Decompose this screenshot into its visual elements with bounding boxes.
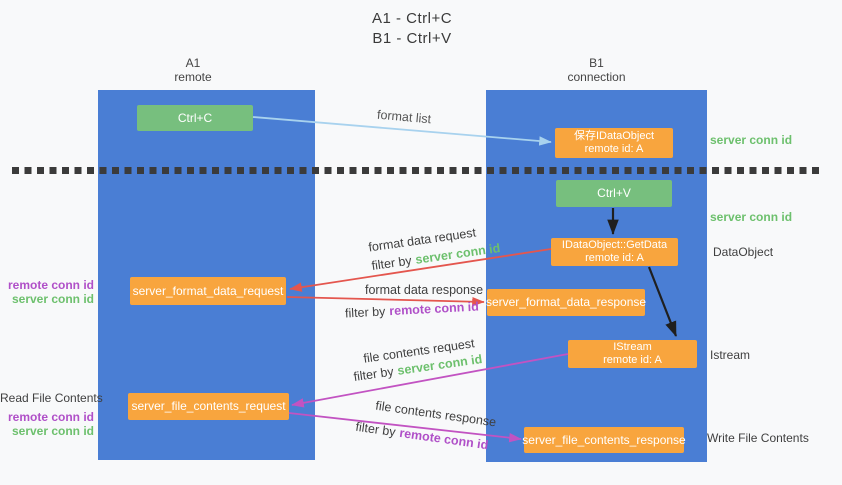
- lane-header-a1: A1 remote: [83, 56, 303, 84]
- box-istream-line1: IStream: [613, 341, 652, 353]
- label-server-conn-id-right-1: server conn id: [710, 133, 793, 147]
- filter-by-text: filter by: [352, 364, 395, 384]
- box-server-file-contents-response: server_file_contents_response: [522, 427, 686, 453]
- title-line-2: B1 - Ctrl+V: [372, 30, 452, 47]
- label-dataobject: DataObject: [713, 245, 774, 259]
- label-server-conn-id-right-2: server conn id: [710, 210, 793, 224]
- lane-a1-name: A1: [185, 56, 201, 70]
- box-server-file-contents-response-label: server_file_contents_response: [522, 432, 686, 447]
- label-remote-conn-id-left-2: remote conn id: [7, 410, 94, 424]
- label-istream: Istream: [710, 348, 751, 362]
- label-format-list: format list: [376, 107, 432, 127]
- box-istream: IStream remote id: A: [568, 340, 697, 368]
- filter-by-text: filter by: [344, 304, 386, 321]
- diagram-title: A1 - Ctrl+C B1 - Ctrl+V: [0, 9, 824, 49]
- filter-by-text: filter by: [354, 419, 397, 440]
- box-server-file-contents-request: server_file_contents_request: [128, 393, 289, 420]
- network-boundary-dotted-line: [12, 167, 824, 174]
- label-server-conn-id-left-1: server conn id: [11, 292, 94, 306]
- box-save-idataobject: 保存IDataObject remote id: A: [555, 128, 673, 158]
- box-server-format-data-response: server_format_data_response: [485, 289, 647, 316]
- title-line-1: A1 - Ctrl+C: [371, 10, 453, 27]
- box-idataobject-getdata-line2: remote id: A: [585, 252, 644, 264]
- label-server-conn-id-left-2: server conn id: [11, 424, 94, 438]
- box-ctrl-c: Ctrl+C: [137, 105, 253, 131]
- lane-b1-subtitle: connection: [567, 70, 626, 84]
- label-write-file-contents: Write File Contents: [707, 431, 809, 445]
- box-server-file-contents-request-label: server_file_contents_request: [131, 399, 286, 413]
- box-idataobject-getdata: IDataObject::GetData remote id: A: [551, 238, 678, 266]
- box-ctrl-v: Ctrl+V: [556, 180, 672, 207]
- box-save-idataobject-line2: remote id: A: [584, 143, 644, 155]
- remote-conn-id-text: remote conn id: [398, 425, 490, 453]
- box-server-format-data-request: server_format_data_request: [130, 277, 286, 305]
- label-remote-conn-id-left-1: remote conn id: [7, 278, 94, 292]
- box-server-format-data-response-label: server_format_data_response: [485, 295, 647, 309]
- box-ctrl-c-label: Ctrl+C: [177, 110, 213, 125]
- label-read-file-contents: Read File Contents: [0, 391, 103, 405]
- box-server-format-data-request-label: server_format_data_request: [132, 283, 284, 298]
- box-istream-line2: remote id: A: [603, 354, 662, 366]
- lane-b1-name: B1: [589, 56, 604, 70]
- box-save-idataobject-line1: 保存IDataObject: [573, 130, 655, 142]
- box-ctrl-v-label: Ctrl+V: [597, 186, 631, 200]
- remote-conn-id-text: remote conn id: [388, 299, 480, 319]
- lane-header-b1: B1 connection: [486, 56, 707, 84]
- lane-a1-subtitle: remote: [174, 70, 212, 84]
- filter-by-text: filter by: [370, 253, 413, 273]
- box-idataobject-getdata-line1: IDataObject::GetData: [561, 239, 668, 251]
- label-format-data-response: format data response: [365, 283, 484, 297]
